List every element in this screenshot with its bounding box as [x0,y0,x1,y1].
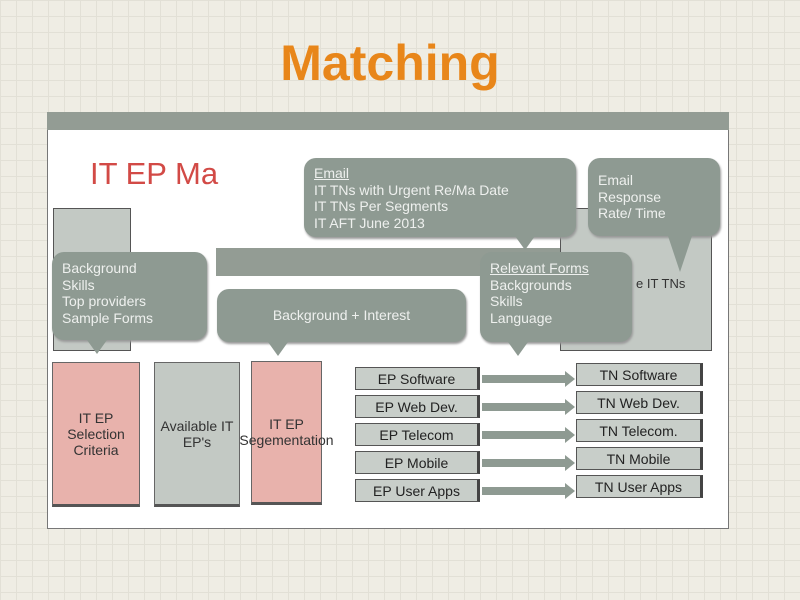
callout-line: Sample Forms [62,309,154,326]
callout-tail [508,342,528,356]
arrow-right-icon [565,455,575,471]
column-selection-criteria: IT EP Selection Criteria [52,362,140,507]
tn-box: TN Software [576,363,703,386]
arrow-shaft [482,487,566,495]
callout-title: Relevant Forms [490,260,589,276]
ep-box: EP Telecom [355,423,480,446]
arrow-shaft [482,403,566,411]
arrow-shaft [482,431,566,439]
callout-line: Language [490,309,553,326]
tn-box: TN User Apps [576,475,703,498]
callout-line: Response [598,188,662,205]
column-label: IT EP Segementation [239,416,334,448]
callout-email: Email IT TNs with Urgent Re/Ma Date IT T… [304,158,576,237]
callout-tail [268,342,288,356]
column-label: Available IT EP's [160,417,234,450]
right-box-text: e IT TNs [636,276,686,291]
column-available-eps: Available IT EP's [154,362,240,507]
callout-line: Skills [62,276,95,293]
callout-tail [87,340,107,354]
ep-box: EP Web Dev. [355,395,480,418]
callout-line: Background [62,260,137,276]
callout-relevant-forms: Relevant Forms Backgrounds Skills Langua… [480,252,632,342]
callout-background-skills: Background Skills Top providers Sample F… [52,252,207,340]
arrow-right-icon [565,399,575,415]
column-segmentation: IT EP Segementation [239,361,334,505]
tn-box: TN Web Dev. [576,391,703,414]
column-label: IT EP Selection Criteria [67,409,125,458]
callout-line: Top providers [62,293,147,309]
callout-line: Email [598,172,634,188]
arrow-right-icon [565,371,575,387]
arrow-shaft [482,375,566,383]
arrow-right-icon [565,483,575,499]
callout-line: Backgrounds [490,276,572,293]
arrow-right-icon [565,427,575,443]
ep-box: EP Mobile [355,451,480,474]
callout-line: IT TNs with Urgent Re/Ma Date [314,181,509,198]
callout-background-interest: Background + Interest [217,289,466,342]
callout-response-rate: Email Response Rate/ Time [588,158,720,236]
ep-box: EP Software [355,367,480,390]
arrow-shaft [482,459,566,467]
callout-line: Skills [490,293,523,309]
ep-box: EP User Apps [355,479,480,502]
callout-line: IT TNs Per Segments [314,198,449,214]
diagram-heading: IT EP Ma [90,156,219,191]
callout-tail [668,236,692,272]
diagram-top-bar [47,112,729,130]
tn-box: TN Mobile [576,447,703,470]
callout-line: Background + Interest [272,307,411,323]
callout-title: Email [314,165,350,181]
slide-title: Matching [280,35,500,91]
callout-line: Rate/ Time [598,205,666,221]
tn-box: TN Telecom. [576,419,703,442]
callout-tail [515,236,535,250]
callout-line: IT AFT June 2013 [314,214,425,231]
